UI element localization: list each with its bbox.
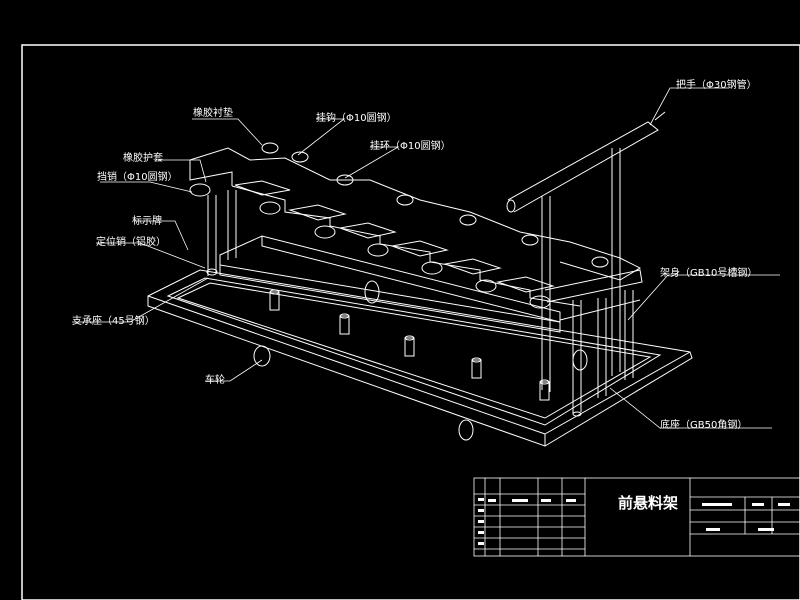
label-handle: 把手（Φ30钢管） [676, 78, 757, 91]
title-block [473, 477, 800, 557]
label-support: 支承座（45号钢） [72, 314, 155, 327]
label-locating-pin: 定位销（铝胶） [96, 235, 166, 248]
label-wheel: 车轮 [205, 373, 225, 386]
rack-assembly [147, 111, 693, 447]
label-pin: 挡销（Φ10圆钢） [97, 170, 178, 183]
label-frame: 架身（GB10号槽钢） [660, 266, 757, 279]
label-base: 底座（GB50角钢） [660, 418, 747, 431]
drawing-title: 前悬料架 [618, 494, 678, 512]
label-hook: 挂钩（Φ10圆钢） [316, 111, 397, 124]
drawing-border [21, 44, 800, 600]
leader-lines [72, 87, 780, 429]
label-rubber-sleeve: 橡胶护套 [123, 151, 163, 164]
label-marker: 标示牌 [132, 214, 162, 227]
label-ring: 挂环（Φ10圆钢） [370, 139, 451, 152]
title-block-ticks [478, 498, 790, 545]
label-rubber-pad: 橡胶衬垫 [193, 106, 233, 119]
annotations: 橡胶衬垫 挂钩（Φ10圆钢） 挂环（Φ10圆钢） 橡胶护套 挡销（Φ10圆钢） … [72, 78, 757, 431]
